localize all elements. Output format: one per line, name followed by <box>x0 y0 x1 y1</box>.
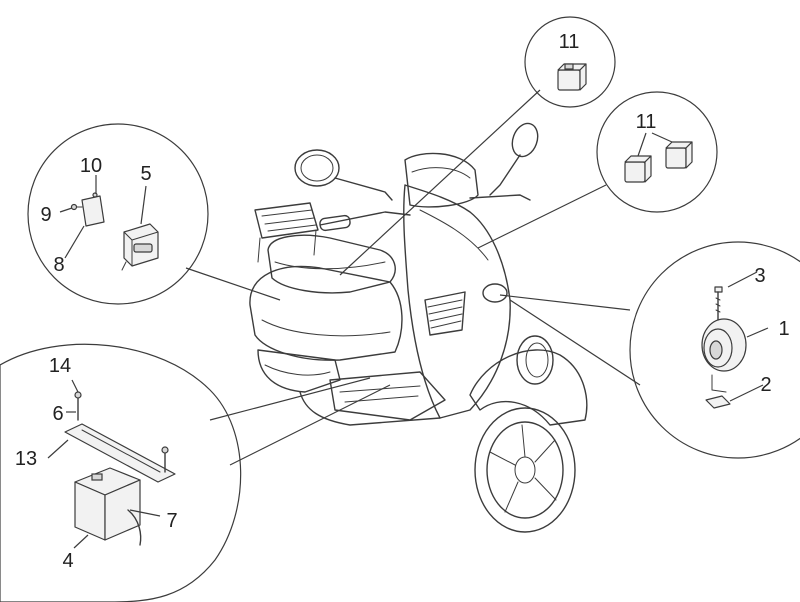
label-part-11-top: 11 <box>559 31 580 53</box>
callout-regulator <box>27 123 209 305</box>
label-part-10: 10 <box>80 155 102 177</box>
label-part-5: 5 <box>140 163 151 185</box>
label-part-14: 14 <box>49 355 71 377</box>
right-mirror <box>489 122 539 196</box>
callout-battery <box>0 343 242 602</box>
label-part-7: 7 <box>166 510 177 532</box>
part-number-labels: 1 2 3 4 5 6 7 8 9 10 11 11 13 14 <box>15 31 790 572</box>
front-wheel <box>474 407 576 533</box>
battery-icon <box>74 467 142 546</box>
relay-icon-right <box>665 141 693 169</box>
rear-rack <box>254 202 319 263</box>
leader-lines <box>47 89 769 549</box>
bolt-icon <box>714 286 723 321</box>
label-part-6: 6 <box>52 403 63 425</box>
relay-icon-left <box>624 155 652 183</box>
left-mirror <box>294 149 393 201</box>
flasher-unit-icon <box>121 223 159 271</box>
label-part-9: 9 <box>40 204 51 226</box>
label-part-1: 1 <box>778 318 789 340</box>
relay-icon <box>557 63 587 91</box>
callout-horn <box>629 241 800 459</box>
callout-relays-right <box>596 91 718 213</box>
label-part-11-right: 11 <box>636 111 657 133</box>
horn-icon <box>701 318 747 393</box>
label-part-3: 3 <box>754 265 765 287</box>
voltage-regulator-icon <box>70 192 105 227</box>
battery-strap-icon <box>64 391 176 483</box>
nut-icon <box>705 395 731 409</box>
label-part-13: 13 <box>15 448 37 470</box>
callout-relay-top <box>524 16 616 108</box>
label-part-8: 8 <box>53 254 64 276</box>
label-part-4: 4 <box>62 550 73 572</box>
scooter-illustration <box>249 122 588 533</box>
label-part-2: 2 <box>760 374 771 396</box>
